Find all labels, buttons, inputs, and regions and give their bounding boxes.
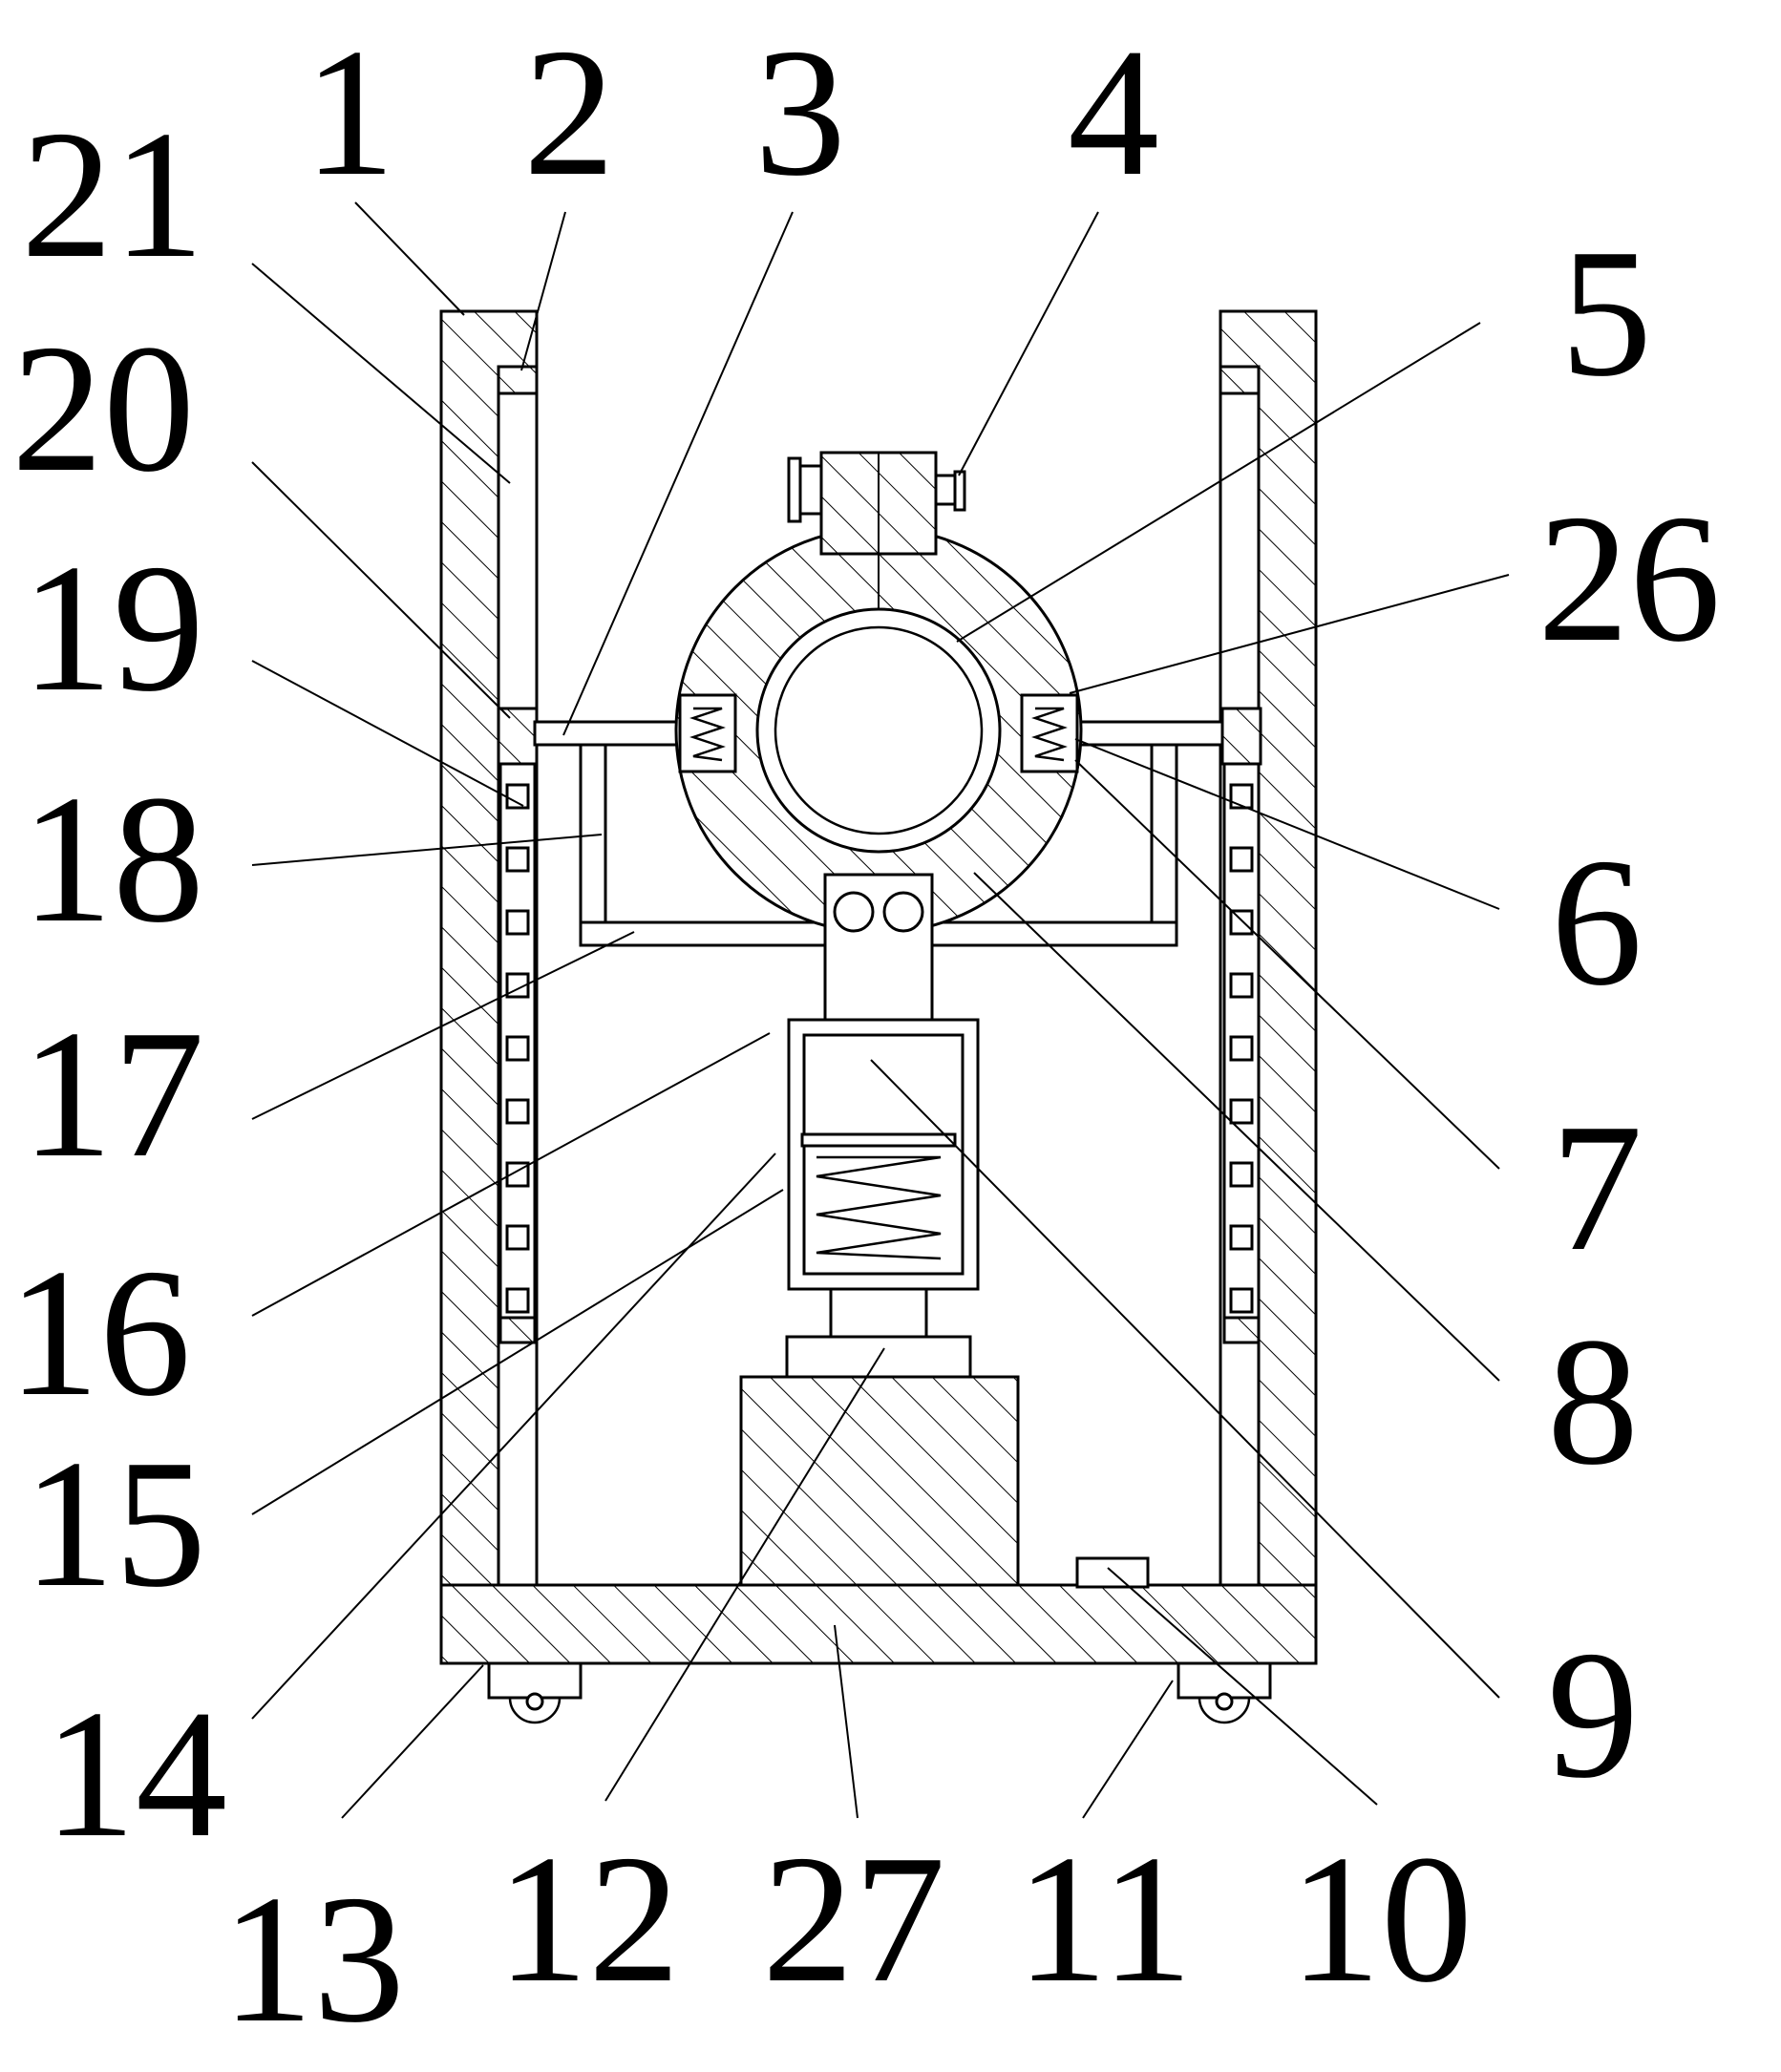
clamp-nut bbox=[934, 474, 957, 506]
leader-line-2 bbox=[520, 211, 566, 371]
clamp-bolt-head bbox=[796, 464, 823, 516]
left-rack-foot bbox=[498, 1316, 537, 1344]
rack-tooth bbox=[505, 909, 530, 936]
leader-line-5 bbox=[956, 322, 1481, 643]
rack-tooth bbox=[505, 1224, 530, 1251]
callout-label-5: 5 bbox=[1560, 211, 1652, 414]
right-rack bbox=[1220, 707, 1262, 1344]
motor-housing bbox=[739, 1375, 1020, 1587]
rack-tooth bbox=[505, 1035, 530, 1062]
right-rail-cap bbox=[1219, 365, 1261, 395]
rack-tooth bbox=[1229, 1098, 1254, 1125]
callout-label-3: 3 bbox=[754, 11, 846, 214]
leader-line-27 bbox=[834, 1624, 859, 1819]
leader-line-1 bbox=[354, 201, 465, 316]
clamp-knob bbox=[787, 456, 802, 523]
leader-line-8 bbox=[973, 872, 1500, 1382]
left-wheel bbox=[508, 1697, 562, 1724]
leader-line-11 bbox=[1082, 1680, 1174, 1819]
leader-line-10 bbox=[1107, 1567, 1378, 1806]
leader-line-12 bbox=[604, 1347, 885, 1802]
callout-label-4: 4 bbox=[1068, 11, 1159, 214]
right-rack-foot bbox=[1222, 1316, 1261, 1344]
right-wheel bbox=[1198, 1697, 1251, 1724]
rack-tooth bbox=[1229, 1287, 1254, 1314]
leader-line-17 bbox=[251, 931, 635, 1120]
left-rail-cap bbox=[497, 365, 539, 395]
callout-label-8: 8 bbox=[1547, 1300, 1639, 1503]
leader-line-21 bbox=[251, 263, 511, 484]
pipe-clamp bbox=[674, 451, 1083, 935]
compression-spring bbox=[816, 1155, 942, 1260]
callout-label-15: 15 bbox=[23, 1422, 206, 1625]
lift-assembly bbox=[739, 873, 1150, 1589]
callout-label-18: 18 bbox=[21, 757, 204, 961]
lift-pin-left bbox=[833, 891, 875, 933]
motor-shaft bbox=[829, 1287, 928, 1339]
leader-line-26 bbox=[1069, 574, 1510, 694]
leader-line-4 bbox=[958, 211, 1099, 476]
rack-tooth bbox=[505, 1098, 530, 1125]
rack-tooth bbox=[1229, 972, 1254, 999]
callout-label-9: 9 bbox=[1547, 1613, 1639, 1816]
rack-tooth bbox=[505, 1287, 530, 1314]
callout-label-21: 21 bbox=[21, 93, 204, 296]
right-buffer-spring bbox=[1031, 707, 1068, 762]
right-slider-block bbox=[1220, 707, 1262, 766]
leader-lines bbox=[251, 201, 1510, 1819]
left-buffer-spring bbox=[689, 707, 726, 762]
callout-label-6: 6 bbox=[1551, 820, 1643, 1024]
rack-tooth bbox=[1229, 1035, 1254, 1062]
clamp-nut-end bbox=[953, 470, 966, 512]
leader-line-6 bbox=[1074, 738, 1500, 910]
leader-line-13 bbox=[341, 1664, 484, 1819]
callout-label-7: 7 bbox=[1551, 1086, 1643, 1289]
base-plate bbox=[439, 1583, 1318, 1665]
callout-label-2: 2 bbox=[523, 11, 615, 214]
callout-label-26: 26 bbox=[1537, 476, 1721, 680]
callout-label-11: 11 bbox=[1016, 1817, 1193, 2020]
rack-tooth bbox=[1229, 1224, 1254, 1251]
leader-line-18 bbox=[251, 834, 603, 866]
wheels bbox=[487, 1661, 1272, 1724]
callout-label-13: 13 bbox=[222, 1857, 405, 2061]
leader-line-3 bbox=[562, 211, 794, 736]
spring-plate bbox=[800, 1132, 957, 1148]
leader-line-20 bbox=[251, 461, 511, 719]
callout-label-17: 17 bbox=[21, 992, 204, 1195]
clamp-bore-outer bbox=[755, 607, 1002, 854]
rack-tooth bbox=[1229, 846, 1254, 873]
leader-line-16 bbox=[251, 1032, 771, 1317]
rack-tooth bbox=[505, 846, 530, 873]
callout-label-14: 14 bbox=[44, 1672, 227, 1875]
rack-tooth bbox=[1229, 1161, 1254, 1188]
rack-tooth bbox=[1229, 783, 1254, 810]
callout-label-20: 20 bbox=[11, 307, 195, 510]
spring-cup-inner bbox=[802, 1033, 965, 1276]
leader-line-19 bbox=[251, 660, 524, 807]
right-wheel-hub bbox=[1215, 1692, 1234, 1711]
rack-tooth bbox=[1229, 909, 1254, 936]
callout-label-12: 12 bbox=[497, 1817, 680, 2020]
rack-tooth bbox=[505, 783, 530, 810]
callout-label-10: 10 bbox=[1289, 1817, 1473, 2020]
left-rack bbox=[497, 707, 539, 1344]
callout-label-27: 27 bbox=[762, 1817, 945, 2020]
left-wheel-hub bbox=[525, 1692, 544, 1711]
lift-pin-right bbox=[882, 891, 924, 933]
leader-line-15 bbox=[251, 1189, 784, 1515]
leader-line-7 bbox=[1074, 759, 1500, 1170]
left-spring-buffer bbox=[678, 693, 737, 773]
right-spring-buffer bbox=[1020, 693, 1079, 773]
left-slider-block bbox=[497, 707, 539, 766]
callout-label-19: 19 bbox=[21, 526, 204, 729]
callout-label-1: 1 bbox=[304, 11, 395, 214]
left-bracket-post bbox=[579, 743, 607, 924]
leader-line-9 bbox=[870, 1059, 1500, 1699]
callout-label-16: 16 bbox=[8, 1231, 191, 1434]
clamp-bore-inner bbox=[774, 625, 984, 835]
